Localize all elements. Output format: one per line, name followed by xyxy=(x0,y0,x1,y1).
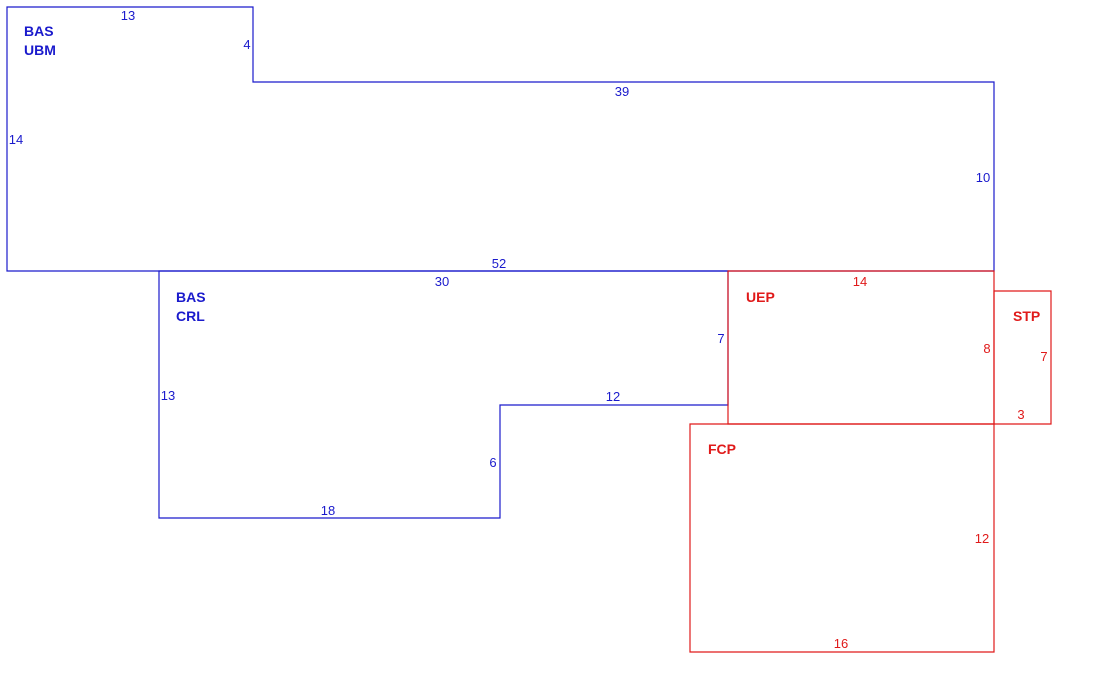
uep-label: UEP xyxy=(746,289,775,305)
bas-ubm-outline xyxy=(6,6,995,272)
bas-ubm-upper-right-dim: 39 xyxy=(615,84,629,99)
bas-crl-label-line2: CRL xyxy=(176,308,205,324)
bas-ubm-label-line2: UBM xyxy=(24,42,56,58)
stp-right-dim: 7 xyxy=(1040,349,1047,364)
fcp-bottom-dim: 16 xyxy=(834,636,848,651)
uep-top-dim: 14 xyxy=(853,274,867,289)
bas-crl-top-dim: 30 xyxy=(435,274,449,289)
fcp-label: FCP xyxy=(708,441,736,457)
fcp-right-dim: 12 xyxy=(975,531,989,546)
fcp-outline xyxy=(689,423,995,653)
bas-ubm-left-dim: 14 xyxy=(9,132,23,147)
stp-label: STP xyxy=(1013,308,1040,324)
bas-ubm-top-dim: 13 xyxy=(121,8,135,23)
bas-crl-bottom-dim: 18 xyxy=(321,503,335,518)
bas-ubm-bottom-dim: 52 xyxy=(492,256,506,271)
bas-crl-right-dim: 7 xyxy=(717,331,724,346)
bas-crl-outline xyxy=(158,270,729,519)
stp-bottom-dim: 3 xyxy=(1017,407,1024,422)
uep-right-dim: 8 xyxy=(983,341,990,356)
bas-ubm-right-dim: 10 xyxy=(976,170,990,185)
bas-ubm-step-dim: 4 xyxy=(243,37,250,52)
stp-outline xyxy=(993,290,1052,425)
bas-crl-step-vertical-dim: 6 xyxy=(489,455,496,470)
bas-ubm-label-line1: BAS xyxy=(24,23,54,39)
bas-crl-label-line1: BAS xyxy=(176,289,206,305)
bas-crl-step-horizontal-dim: 12 xyxy=(606,389,620,404)
bas-crl-left-dim: 13 xyxy=(161,388,175,403)
